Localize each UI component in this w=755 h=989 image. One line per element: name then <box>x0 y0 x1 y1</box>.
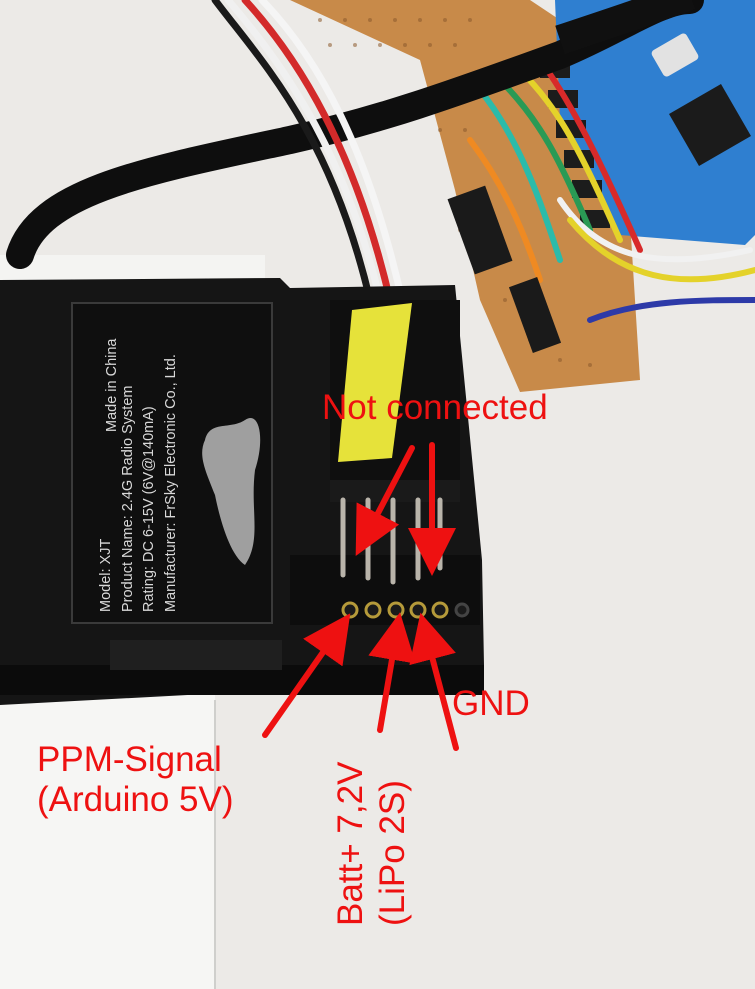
label-ppm-line1: PPM-Signal <box>37 740 222 779</box>
label-batt: Batt+ 7,2V (LiPo 2S) <box>330 762 414 926</box>
sticker-line: Model: XJT <box>98 538 114 612</box>
arduino-board <box>555 0 755 245</box>
annotation-arrows <box>262 442 459 751</box>
module-slot <box>290 555 480 625</box>
sticker-line: Manufacturer: FrSky Electronic Co., Ltd. <box>162 354 179 612</box>
label-batt-line1: Batt+ 7,2V <box>331 761 370 926</box>
jumper-wires <box>467 57 755 323</box>
module-notch <box>110 640 282 670</box>
paper-top <box>0 255 265 280</box>
frsky-logo-silhouette <box>202 418 261 565</box>
yellow-tape <box>338 303 412 462</box>
sticker-line: Product Name: 2.4G Radio System <box>119 385 136 612</box>
arrow-ppm <box>262 613 351 738</box>
label-ppm-line2: (Arduino 5V) <box>37 780 234 819</box>
sticker-line: Rating: DC 6-15V (6V@140mA) <box>141 406 157 612</box>
label-gnd: GND <box>452 684 530 723</box>
black-cable-2 <box>555 0 696 55</box>
arduino-button <box>651 33 699 77</box>
servo-wire-bundle <box>211 0 406 304</box>
arrow-not-connected-1 <box>355 445 415 556</box>
arrow-batt <box>368 612 416 733</box>
label-batt-line2: (LiPo 2S) <box>373 780 412 926</box>
arduino-chip <box>669 84 751 166</box>
arrow-gnd <box>409 612 459 751</box>
connector-base <box>330 480 460 502</box>
paper-sheet <box>0 690 215 989</box>
sticker-text: Model: XJT Product Name: 2.4G Radio Syst… <box>96 354 182 612</box>
pin-header-strip <box>447 185 562 354</box>
label-ppm-signal: PPM-Signal (Arduino 5V) <box>37 740 233 820</box>
perfboard-holes <box>318 18 592 367</box>
label-not-connected: Not connected <box>322 388 548 427</box>
